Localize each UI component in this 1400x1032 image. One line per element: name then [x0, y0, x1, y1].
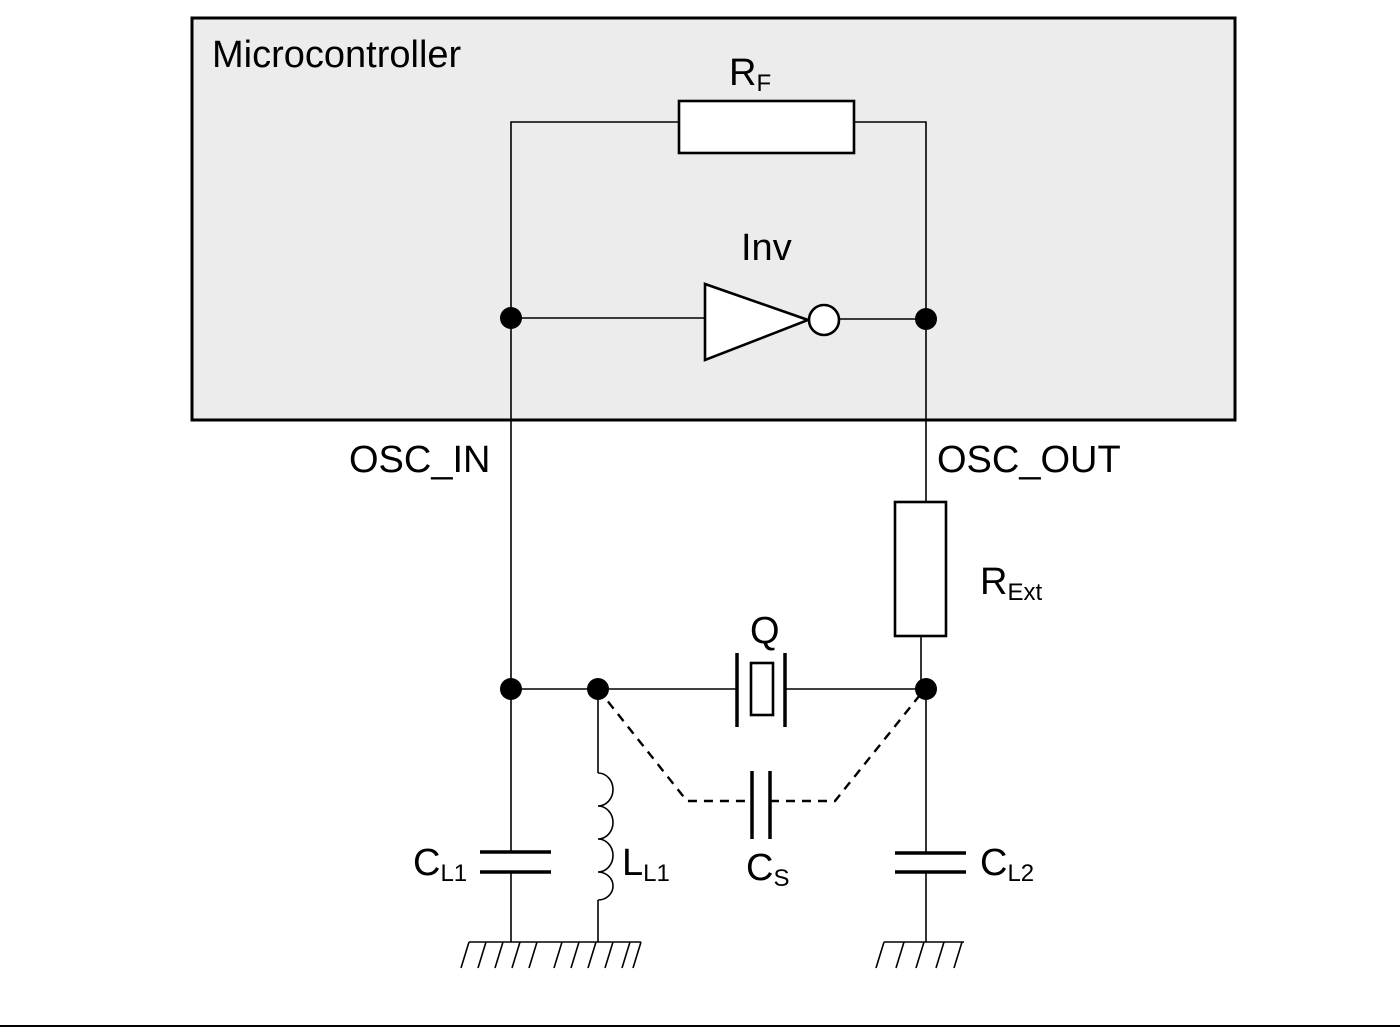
rext-label: RExt: [980, 561, 1042, 606]
ground-symbol-right: [875, 941, 964, 969]
junction-dot: [500, 678, 522, 700]
ground-symbol-left: [460, 941, 642, 969]
shunt-capacitor-cs: [597, 688, 925, 839]
inverter-label: Inv: [741, 227, 792, 269]
junction-dot: [915, 678, 937, 700]
osc-out-label: OSC_OUT: [937, 439, 1121, 481]
load-capacitor-cl2: [895, 689, 966, 942]
ll1-label: LL1: [622, 842, 670, 887]
cl1-label: CL1: [413, 842, 467, 887]
load-capacitor-cl1: [480, 689, 551, 942]
inductor-ll1: [597, 689, 614, 942]
microcontroller-block: [190, 16, 1237, 422]
inverter-symbol: [511, 282, 926, 362]
junction-dot: [915, 308, 937, 330]
junction-dot: [500, 307, 522, 329]
rf-label: RF: [729, 52, 771, 97]
feedback-resistor-rf: [510, 99, 927, 318]
crystal-q: [511, 653, 926, 727]
cl2-label: CL2: [980, 842, 1034, 887]
junction-dot: [587, 678, 609, 700]
crystal-label: Q: [750, 610, 780, 652]
microcontroller-label: Microcontroller: [212, 34, 462, 76]
external-resistor-rext: [893, 500, 948, 689]
cs-label: CS: [746, 847, 789, 892]
osc-in-label: OSC_IN: [349, 439, 490, 481]
